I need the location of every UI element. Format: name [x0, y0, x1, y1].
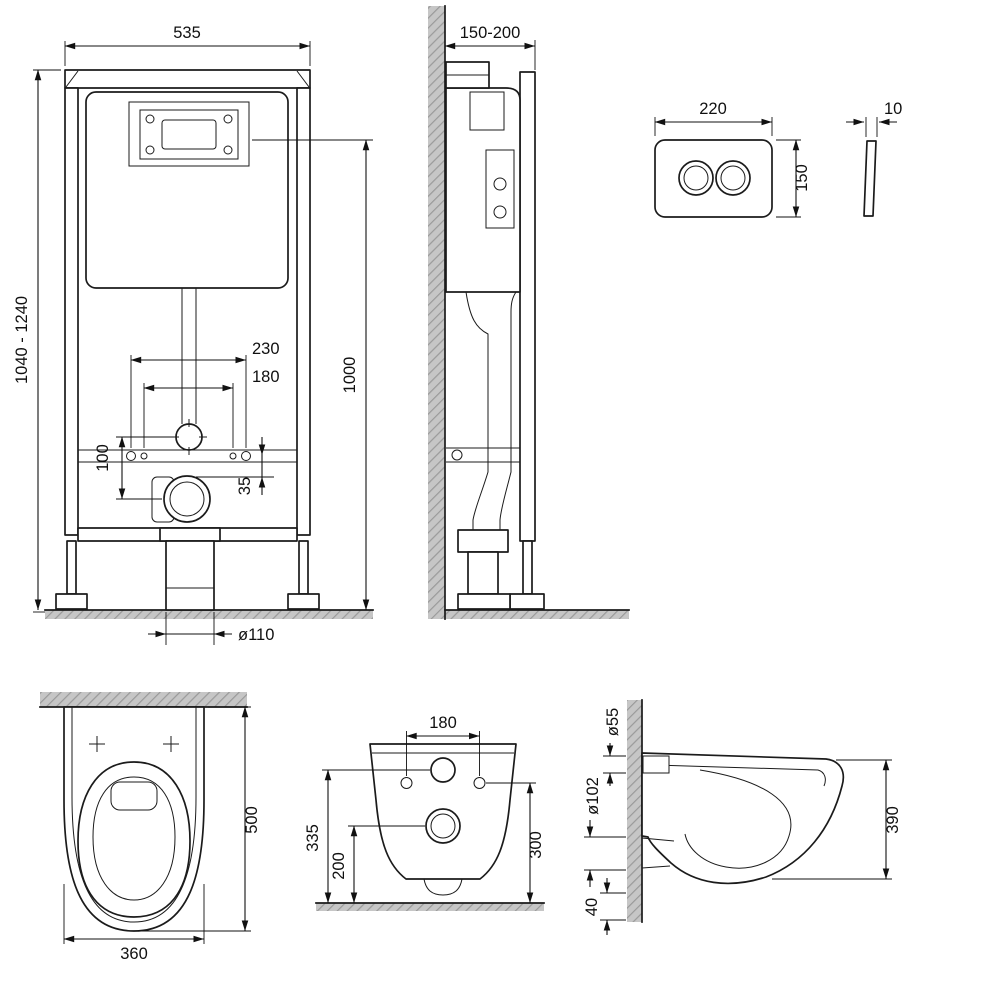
outlet-height-label: 200 — [330, 852, 348, 880]
frame-left-foot — [55, 593, 88, 610]
inlet-hole — [430, 757, 456, 783]
install-height-label: 1000 — [341, 357, 359, 394]
drain-offset-label: 35 — [236, 477, 254, 495]
bolt-hole-left — [400, 777, 413, 789]
floor-outlet-label: ø110 — [238, 626, 274, 644]
bowl-back-view: 180 335 200 300 — [304, 714, 545, 911]
access-panel — [128, 101, 250, 167]
water-supply-connection — [175, 423, 203, 451]
flush-valve-unit — [139, 109, 239, 160]
fixing-span-inner-label: 180 — [252, 368, 280, 386]
frame-front-view: 535 1040 - 1240 1000 230 180 100 35 — [13, 24, 374, 645]
drain-connection — [163, 475, 211, 523]
inlet-diameter-label: ø55 — [604, 708, 622, 736]
floor-outlet-pipe — [165, 540, 215, 611]
floor-side — [445, 610, 629, 619]
plate-width-label: 220 — [699, 100, 727, 118]
flush-pipe-side — [465, 291, 489, 531]
bolt-spacing-label: 180 — [429, 714, 457, 732]
frame-depth-label: 150-200 — [460, 24, 521, 42]
cistern — [85, 91, 289, 289]
frame-side-view: 150-200 — [428, 5, 630, 620]
wall-bowl-side — [627, 700, 642, 922]
outlet-elbow — [457, 529, 509, 553]
flush-plate-view: 220 150 10 — [654, 100, 902, 218]
bowl-side-depth-label: 390 — [884, 806, 902, 834]
frame-left-rail — [64, 87, 79, 536]
fixing-hole-left-outer — [126, 451, 136, 461]
bowl-top-view: 500 360 — [39, 692, 261, 963]
bowl-side-view: ø55 ø102 390 40 — [583, 699, 902, 935]
bowl-depth-label: 500 — [243, 806, 261, 834]
frame-rail-side — [519, 71, 536, 542]
wall-side — [428, 6, 445, 619]
frame-height-range-label: 1040 - 1240 — [13, 296, 31, 384]
wall-top-view — [40, 692, 247, 707]
flush-plate-side — [863, 140, 877, 217]
floor-clearance-label: 40 — [583, 898, 601, 916]
bolt-height-label: 300 — [527, 831, 545, 859]
frame-width-label: 535 — [173, 24, 201, 42]
outlet-diameter-label: ø102 — [584, 777, 602, 815]
frame-right-foot — [287, 593, 320, 610]
floor-back-view — [316, 903, 544, 911]
bowl-opening — [92, 776, 176, 901]
frame-right-rail — [296, 87, 311, 536]
fixing-hole-left-inner — [140, 452, 148, 460]
bowl-outline-side — [641, 752, 845, 885]
cistern-side — [445, 87, 521, 293]
bowl-outline-top — [63, 706, 205, 932]
bowl-width-label: 360 — [120, 945, 148, 963]
seat-ring — [77, 761, 191, 918]
fixing-hole-right-outer — [241, 451, 251, 461]
inlet-height-label: 335 — [304, 824, 322, 852]
inlet-connection-side — [642, 755, 670, 774]
floor-front — [45, 610, 373, 619]
fixing-hole-right-inner — [229, 452, 237, 460]
bolt-hole-right — [473, 777, 486, 789]
supply-offset-label: 100 — [94, 444, 112, 472]
frame-top-rail — [64, 69, 311, 89]
plate-height-label: 150 — [793, 164, 811, 192]
plate-thickness-label: 10 — [884, 100, 902, 118]
fixing-span-outer-label: 230 — [252, 340, 280, 358]
